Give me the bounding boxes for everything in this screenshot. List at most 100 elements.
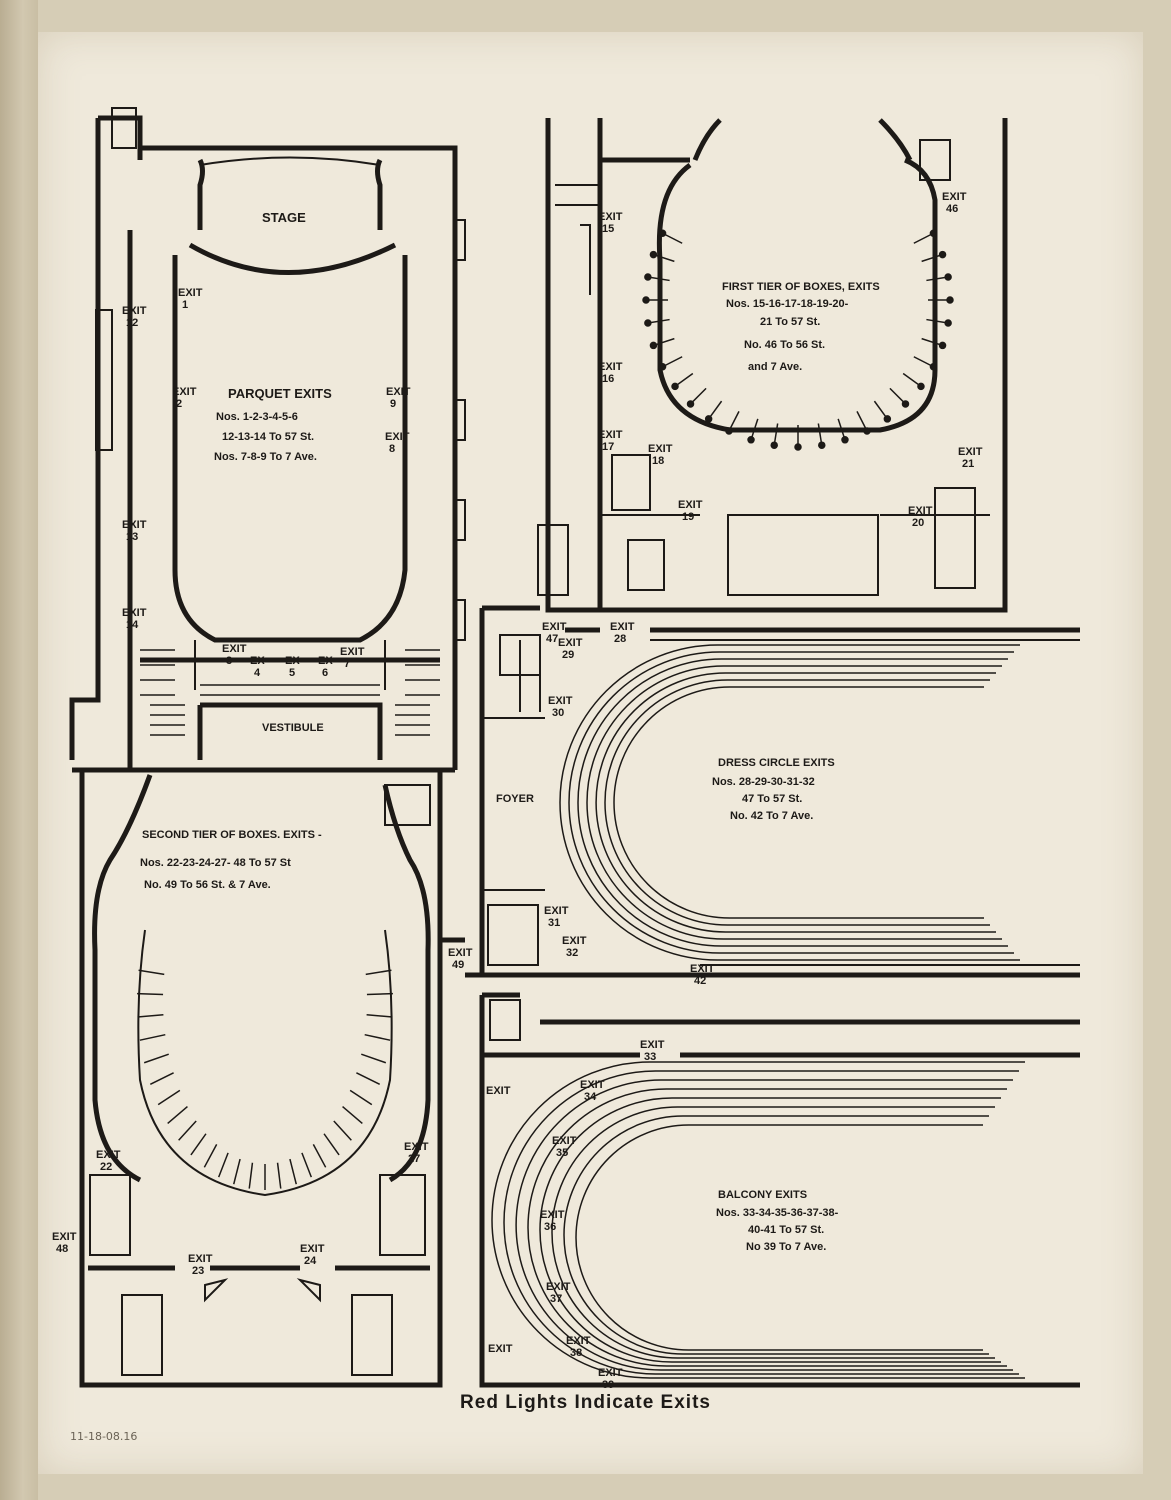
- exit-label-9: EXIT: [386, 386, 411, 398]
- dress-circle-row: [586, 665, 1002, 940]
- exit-label-14: EXIT: [122, 607, 147, 619]
- dress-circle-line-3: No. 42 To 7 Ave.: [730, 810, 813, 822]
- dress-circle-row: [595, 672, 996, 933]
- exit-number-38: 38: [570, 1347, 582, 1359]
- box-ray: [301, 1152, 313, 1178]
- exit-number-2: 2: [176, 398, 182, 410]
- exit-number-34: 34: [584, 1091, 597, 1103]
- dress-circle-line-2: 47 To 57 St.: [742, 793, 802, 805]
- box-marker: [944, 319, 952, 327]
- exit-number-29: 29: [562, 649, 574, 661]
- parquet-stairs: [140, 649, 440, 736]
- exit-number-47: 47: [546, 633, 558, 645]
- exit-number-7: 7: [344, 658, 350, 670]
- dress-circle-line-1: Nos. 28-29-30-31-32: [712, 776, 815, 788]
- exit-label-34: EXIT: [580, 1079, 605, 1091]
- exit-label-32: EXIT: [562, 935, 587, 947]
- box-marker: [901, 400, 910, 408]
- exit-label-48: EXIT: [52, 1231, 77, 1243]
- balcony-rows: [491, 1061, 1025, 1379]
- box-ray: [178, 1120, 197, 1141]
- exit-label-7: EXIT: [340, 646, 365, 658]
- box-ray: [149, 1072, 174, 1086]
- first-tier-box-rays: [642, 229, 954, 451]
- exit-number-48: 48: [56, 1243, 68, 1255]
- second-tier-title: SECOND TIER OF BOXES. EXITS -: [142, 829, 322, 841]
- dress-circle-title: DRESS CIRCLE EXITS: [718, 757, 835, 769]
- exit-label-b1: EXIT: [486, 1085, 511, 1097]
- exit-label-5: EX: [285, 655, 300, 667]
- exit-label-39: EXIT: [598, 1367, 623, 1379]
- box-ray: [157, 1089, 181, 1106]
- exit-label-46: EXIT: [942, 191, 967, 203]
- parquet-plan: STAGE VESTIBULE PARQUET EXITS Nos. 1-2-3…: [69, 107, 466, 773]
- box-ray: [323, 1133, 340, 1156]
- exit-number-21: 21: [962, 458, 974, 470]
- box-marker: [818, 441, 826, 449]
- dress-circle-row: [577, 658, 1008, 947]
- exit-number-23: 23: [192, 1265, 204, 1277]
- box-ray: [361, 1053, 387, 1064]
- first-tier-line-3: No. 46 To 56 St.: [744, 339, 825, 351]
- parquet-exits-title: PARQUET EXITS: [228, 386, 332, 401]
- exit-label-36: EXIT: [540, 1209, 565, 1221]
- box-ray: [143, 1053, 169, 1064]
- second-tier-plan: SECOND TIER OF BOXES. EXITS - Nos. 22-23…: [79, 770, 482, 1388]
- first-tier-line-4: and 7 Ave.: [748, 361, 802, 373]
- exit-number-6: 6: [322, 667, 328, 679]
- exit-label-47: EXIT: [542, 621, 567, 633]
- balcony-row: [491, 1061, 1025, 1379]
- box-ray: [349, 1089, 373, 1106]
- exit-label-23: EXIT: [188, 1253, 213, 1265]
- exit-number-24: 24: [304, 1255, 317, 1267]
- box-marker: [704, 415, 713, 423]
- first-tier-line-2: 21 To 57 St.: [760, 316, 820, 328]
- box-ray: [190, 1133, 207, 1156]
- exit-label-38: EXIT: [566, 1335, 591, 1347]
- exit-number-17: 17: [602, 441, 614, 453]
- exit-number-14: 14: [126, 619, 139, 631]
- exit-label-42: EXIT: [690, 963, 715, 975]
- exit-number-28: 28: [614, 633, 626, 645]
- exit-label-49: EXIT: [448, 947, 473, 959]
- box-marker: [770, 441, 778, 449]
- dress-circle-row: [613, 686, 984, 919]
- exit-label-17: EXIT: [598, 429, 623, 441]
- dress-circle-plan: FOYER DRESS CIRCLE EXITS Nos. 28-29-30-3…: [479, 605, 1080, 978]
- exit-number-3: 3: [226, 655, 232, 667]
- balcony-row: [575, 1124, 983, 1351]
- box-marker: [747, 436, 755, 444]
- exit-number-30: 30: [552, 707, 564, 719]
- exit-number-13: 13: [126, 531, 138, 543]
- exit-label-3: EXIT: [222, 643, 247, 655]
- exit-label-6: EX: [318, 655, 333, 667]
- exit-label-21: EXIT: [958, 446, 983, 458]
- exit-number-5: 5: [289, 667, 295, 679]
- exit-number-46: 46: [946, 203, 958, 215]
- box-marker: [944, 273, 952, 281]
- box-marker: [946, 296, 954, 304]
- exit-number-32: 32: [566, 947, 578, 959]
- box-ray: [217, 1152, 229, 1178]
- box-ray: [366, 1013, 393, 1018]
- footer-caption: Red Lights Indicate Exits: [460, 1392, 711, 1413]
- exit-label-1: EXIT: [178, 287, 203, 299]
- exit-label-b2: EXIT: [488, 1343, 513, 1355]
- exit-number-16: 16: [602, 373, 614, 385]
- balcony-row: [563, 1115, 989, 1355]
- exit-number-39: 39: [602, 1379, 614, 1391]
- exit-label-2: EXIT: [172, 386, 197, 398]
- box-ray: [312, 1144, 327, 1168]
- box-ray: [167, 1105, 188, 1124]
- box-marker: [883, 415, 892, 423]
- exit-number-18: 18: [652, 455, 664, 467]
- box-marker: [644, 273, 652, 281]
- exit-label-22: EXIT: [96, 1149, 121, 1161]
- box-ray: [365, 969, 392, 976]
- balcony-row: [515, 1079, 1013, 1371]
- exit-label-12: EXIT: [122, 305, 147, 317]
- dress-circle-rows: [559, 644, 1020, 961]
- exit-label-16: EXIT: [598, 361, 623, 373]
- box-ray: [203, 1144, 218, 1168]
